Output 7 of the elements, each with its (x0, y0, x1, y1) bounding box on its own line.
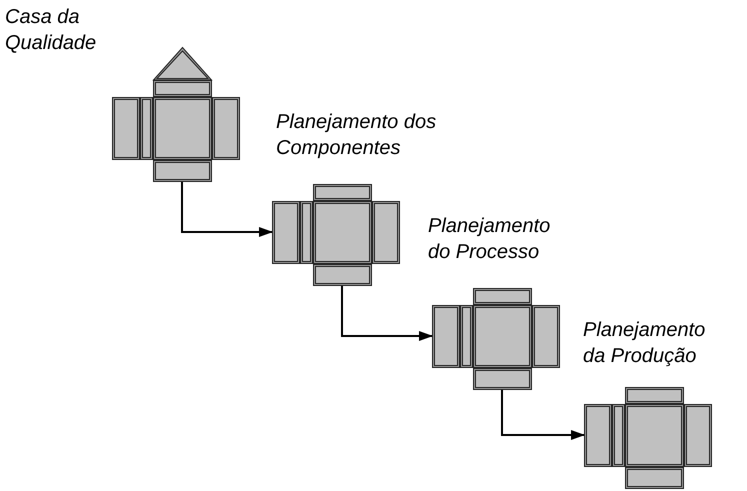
matrix-title: Casa da Qualidade (5, 5, 98, 56)
matrix-title: Planejamento da Produção (583, 318, 706, 369)
arrow (501, 390, 585, 440)
matrix-title: Planejamento dos Componentes (276, 110, 438, 161)
matrix-title: Planejamento do Processo (428, 214, 552, 265)
arrow (341, 286, 433, 341)
arrow (181, 182, 273, 237)
